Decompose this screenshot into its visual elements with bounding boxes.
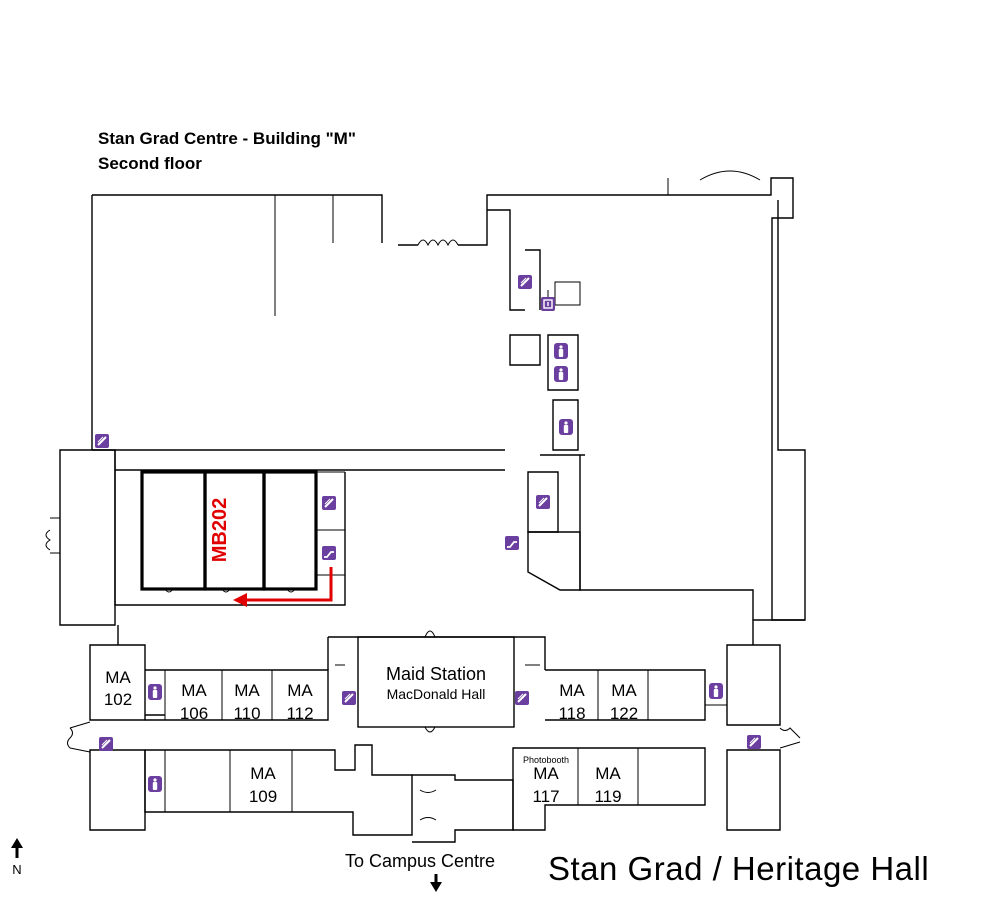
room-ma118-line2: 118 <box>558 704 585 723</box>
escalator-icon <box>504 535 520 551</box>
room-ma112-line2: 112 <box>286 704 313 723</box>
mb202-room-a <box>140 470 207 591</box>
washroom-icon <box>148 684 162 700</box>
stairs-icon <box>535 494 551 510</box>
room-ma109-line1: MA <box>250 764 276 783</box>
north-wing-walls <box>91 170 806 645</box>
room-ma117-line1: MA <box>533 764 559 783</box>
maid-station-room <box>357 636 515 728</box>
stairs-icon <box>321 495 337 511</box>
macdonald-hall-label: MacDonald Hall <box>387 686 486 702</box>
room-ma119-line2: 119 <box>594 787 621 806</box>
room-ma122-line2: 122 <box>610 704 638 723</box>
washroom-icon <box>554 343 568 359</box>
south-wing-walls <box>67 625 801 843</box>
route-to-mb202 <box>233 567 333 607</box>
stairs-icon <box>98 736 114 752</box>
washroom-icon <box>554 366 568 382</box>
mb202-label: MB202 <box>209 498 231 562</box>
room-ma110-line2: 110 <box>233 704 260 723</box>
to-campus-centre-label: To Campus Centre <box>345 851 496 871</box>
room-ma106-line2: 106 <box>180 704 208 723</box>
room-ma110-line1: MA <box>234 681 260 700</box>
room-ma112-line1: MA <box>287 681 313 700</box>
building-title: Stan Grad Centre - Building "M" <box>98 129 356 148</box>
room-ma102-line2: 102 <box>104 690 132 709</box>
room-ma102-line1: MA <box>105 668 131 687</box>
stairs-icon <box>341 690 357 706</box>
north-indicator: N <box>9 862 25 877</box>
washroom-icon <box>559 419 573 435</box>
room-ma118-line1: MA <box>559 681 585 700</box>
maid-station-label: Maid Station <box>386 664 486 684</box>
arrow-down-icon <box>430 874 442 892</box>
washroom-icon <box>148 776 162 792</box>
elevator-icon <box>540 296 556 312</box>
north-arrow-icon <box>11 838 23 858</box>
escalator-icon <box>321 545 337 561</box>
stairs-icon <box>94 433 110 449</box>
north-label: N <box>12 862 22 877</box>
west-stair-block <box>45 449 346 626</box>
room-ma119-line1: MA <box>595 764 621 783</box>
room-ma117-line2: 117 <box>532 787 559 806</box>
photobooth-label: Photobooth <box>523 755 569 765</box>
room-ma122-line1: MA <box>611 681 637 700</box>
stairs-icon <box>746 734 762 750</box>
room-ma109-line2: 109 <box>249 787 277 806</box>
stairs-icon <box>517 274 533 290</box>
mb202-room-c <box>262 470 318 591</box>
stairs-icon <box>514 690 530 706</box>
room-ma106-line1: MA <box>181 681 207 700</box>
floor-title: Second floor <box>98 154 202 173</box>
mb202-rooms <box>140 470 345 593</box>
washroom-icon <box>709 683 723 699</box>
area-title: Stan Grad / Heritage Hall <box>548 850 930 887</box>
